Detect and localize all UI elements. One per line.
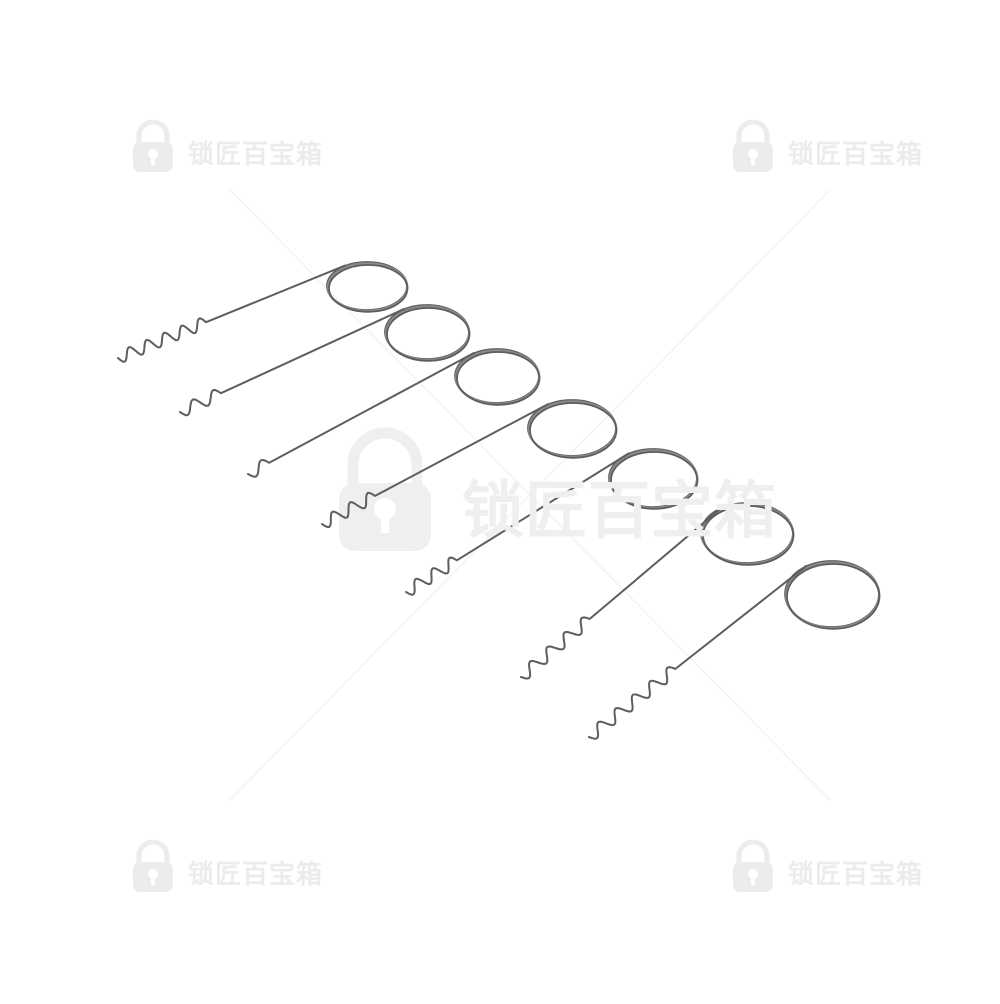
watermark-icon-center xyxy=(339,427,431,551)
watermark-icon-top-left xyxy=(133,119,173,172)
watermark-text-bottom-right: 锁匠百宝箱 xyxy=(788,860,924,890)
pick-ring-coil xyxy=(610,451,699,510)
wire-picks xyxy=(117,261,881,740)
wire-pick-1 xyxy=(117,261,409,363)
wire-pick-3 xyxy=(247,348,541,478)
pick-ring-coil xyxy=(328,264,409,313)
pick-ring-coil xyxy=(386,307,471,362)
watermark-icon-bottom-left xyxy=(133,839,173,892)
wire-pick-4 xyxy=(321,399,618,528)
watermark-icon-bottom-right xyxy=(733,839,773,892)
pick-shaft xyxy=(588,564,808,740)
watermark-text-bottom-left: 锁匠百宝箱 xyxy=(188,860,324,890)
wire-pick-6 xyxy=(520,502,795,680)
pick-shaft xyxy=(179,308,405,417)
pick-ring-coil xyxy=(456,351,541,406)
wire-pick-7 xyxy=(588,560,881,740)
pick-ring-coil xyxy=(702,505,795,566)
watermark-text-top-left: 锁匠百宝箱 xyxy=(188,140,324,170)
pick-ring-coil xyxy=(786,563,881,630)
watermark-text-center: 锁匠百宝箱 xyxy=(462,474,778,547)
pick-shaft xyxy=(520,506,723,680)
pick-ring-coil xyxy=(529,402,618,459)
wire-pick-2 xyxy=(179,304,471,417)
watermark-text-top-right: 锁匠百宝箱 xyxy=(788,140,924,170)
pick-shaft xyxy=(247,352,475,478)
pick-shaft xyxy=(117,264,346,363)
pick-shaft xyxy=(405,452,630,596)
wire-pick-5 xyxy=(405,448,699,596)
pick-shaft xyxy=(321,403,549,528)
watermark-icon-top-right xyxy=(733,119,773,172)
